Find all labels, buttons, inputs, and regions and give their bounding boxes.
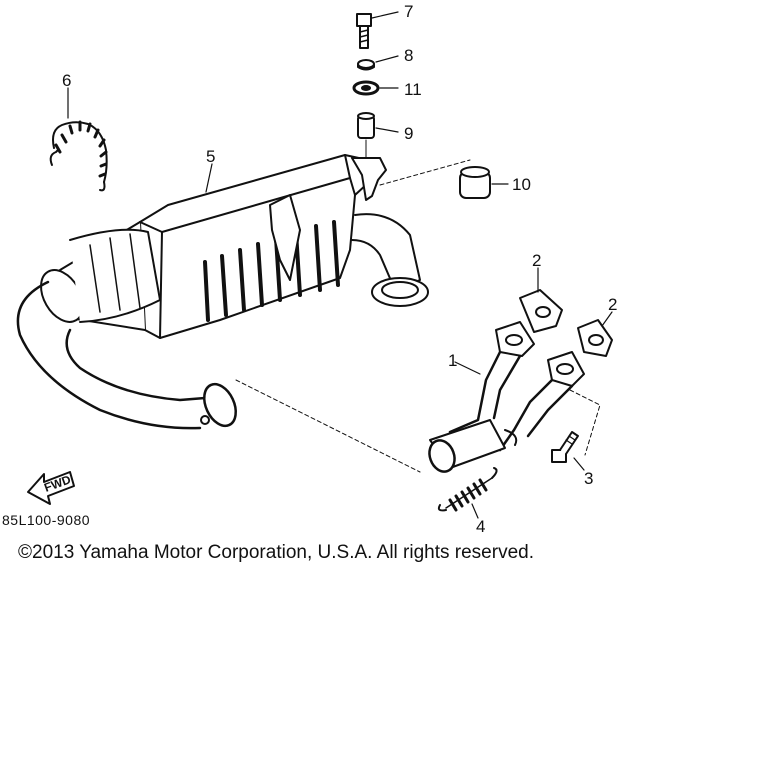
muffler-spring-part <box>49 120 108 192</box>
copyright-notice: ©2013 Yamaha Motor Corporation, U.S.A. A… <box>18 542 534 563</box>
gasket-part-left <box>519 289 563 333</box>
muffler-outlet-pipe <box>351 213 429 307</box>
callout-1: 1 <box>448 351 457 370</box>
callout-2-left: 2 <box>532 251 541 270</box>
collar-part <box>357 112 375 139</box>
fwd-arrow-icon: FWD <box>27 471 75 505</box>
callout-5: 5 <box>206 147 215 166</box>
callout-4: 4 <box>476 517 485 536</box>
callout-11: 11 <box>404 80 422 99</box>
callout-6: 6 <box>62 71 71 90</box>
callout-3: 3 <box>584 469 593 488</box>
exhaust-spring-part <box>437 467 498 512</box>
flat-washer-part <box>352 80 380 96</box>
damper-part <box>459 166 491 199</box>
muffler-inlet-pipe <box>16 221 237 430</box>
flange-bolt-part <box>551 431 579 463</box>
washer-part <box>357 59 375 71</box>
exhaust-parts-diagram: FWD 7 8 11 9 6 5 10 2 2 1 3 4 <box>16 2 617 536</box>
connection-lines <box>235 379 601 473</box>
callout-10: 10 <box>512 175 531 194</box>
callout-9: 9 <box>404 124 413 143</box>
diagram-reference-code: 85L100-9080 <box>2 512 91 528</box>
callout-2-right: 2 <box>608 295 617 314</box>
exhaust-header-part <box>428 321 585 473</box>
muffler-part <box>139 154 387 339</box>
bolt-part <box>356 13 372 49</box>
gasket-part-right <box>577 319 613 357</box>
callout-7: 7 <box>404 2 413 21</box>
callout-8: 8 <box>404 46 413 65</box>
